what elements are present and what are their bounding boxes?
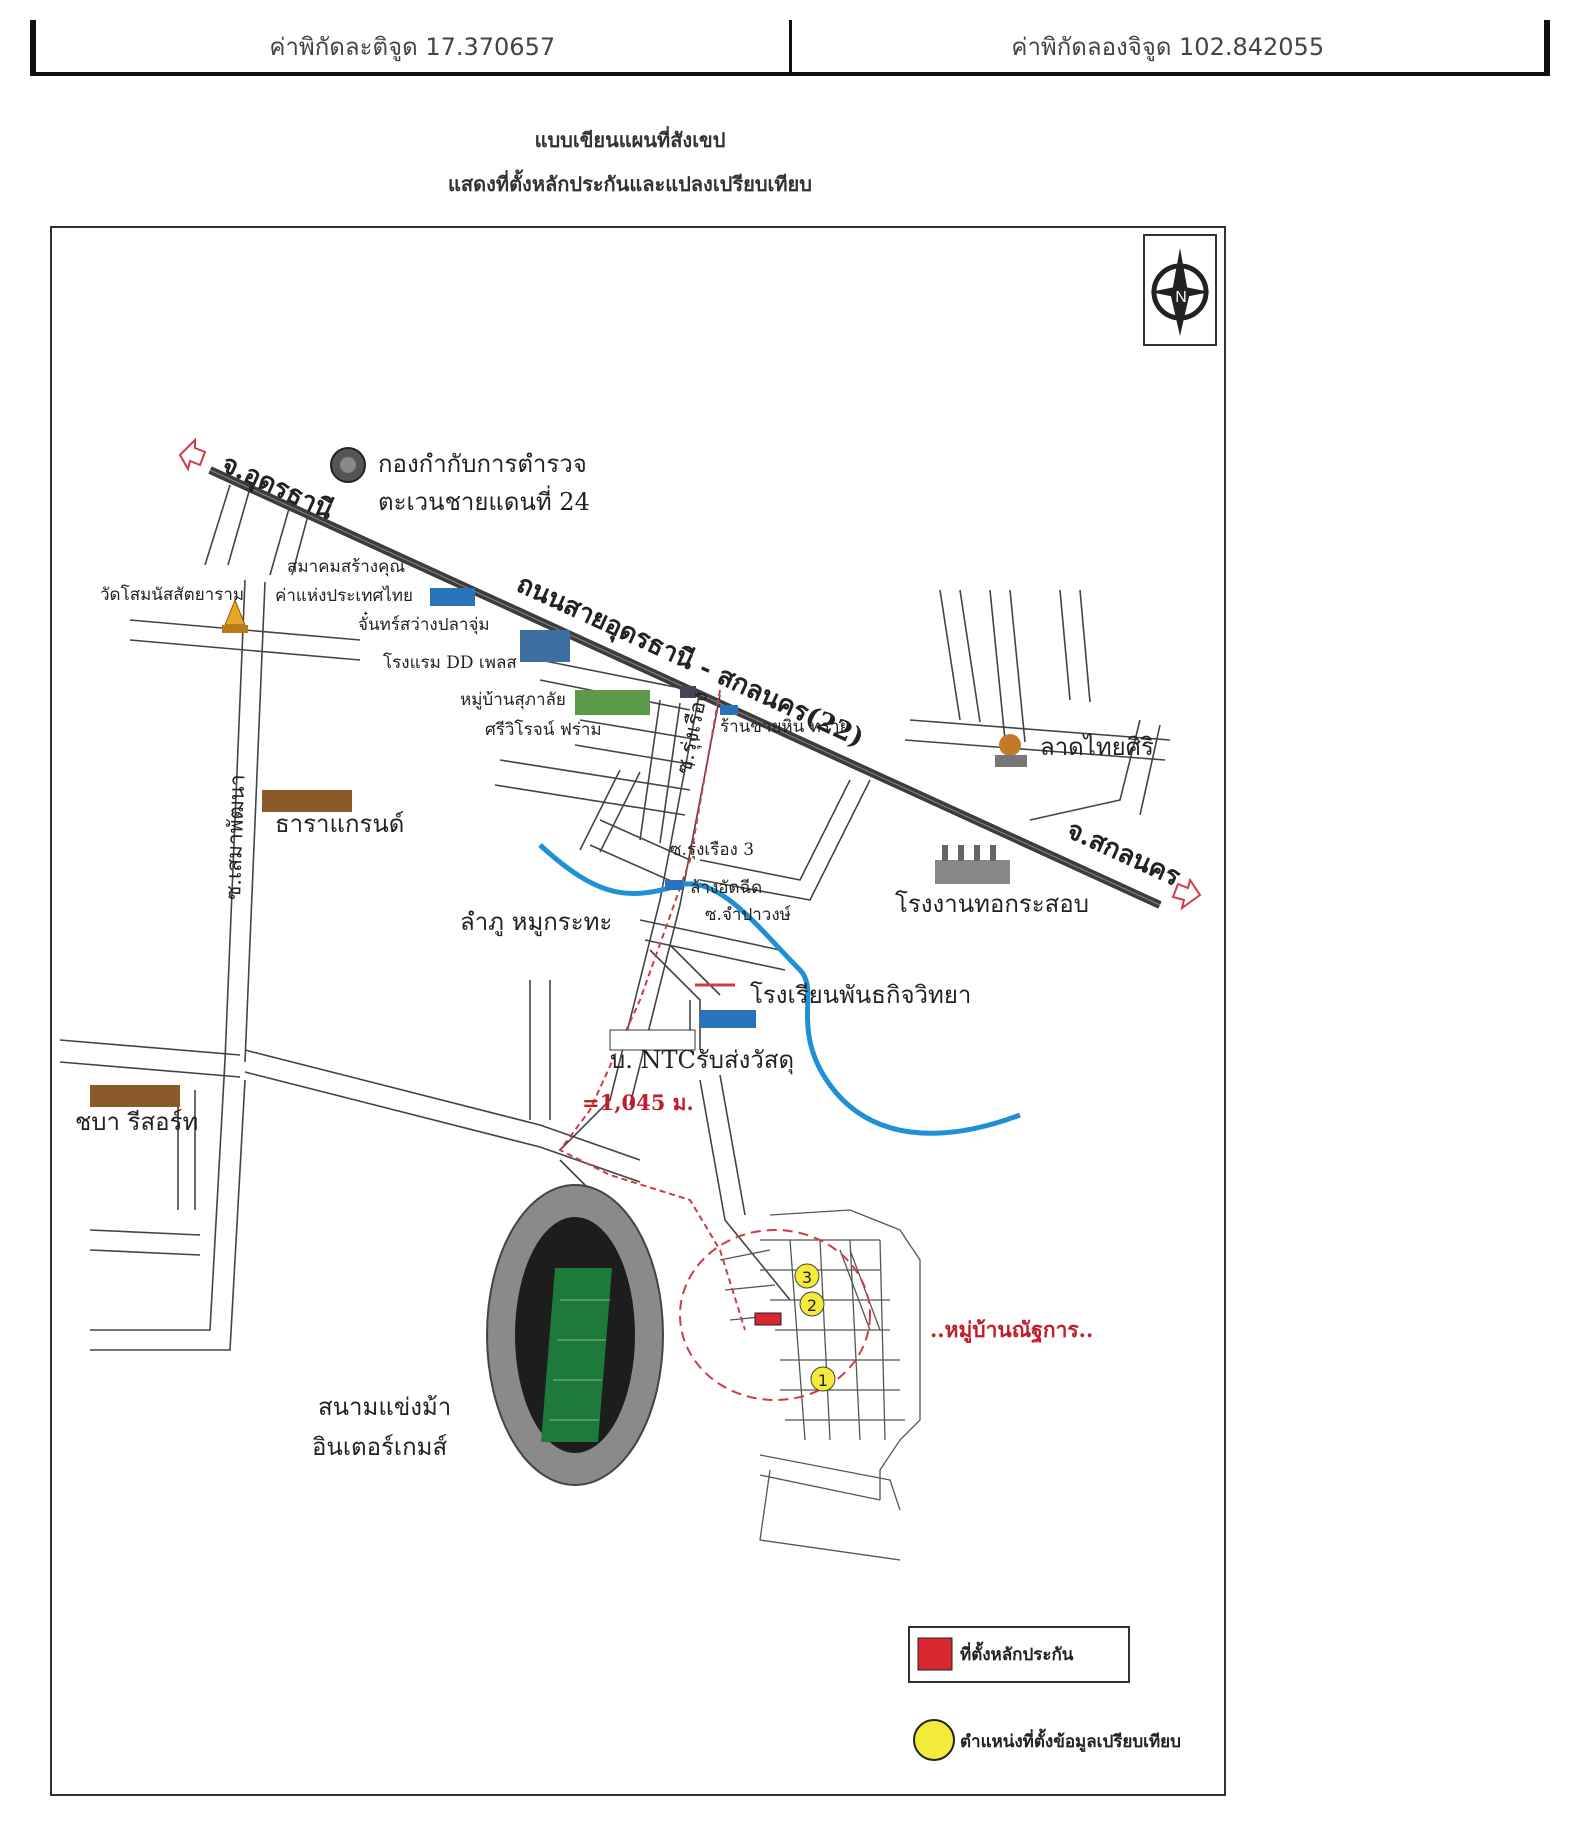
title-line-2: แสดงที่ตั้งหลักประกันและแปลงเปรียบเทียบ (448, 172, 812, 196)
svg-text:3: 3 (802, 1268, 812, 1287)
map-title: แบบเขียนแผนที่สังเขป แสดงที่ตั้งหลักประก… (380, 118, 880, 206)
label-chan-sawang: จั๋นทร์สว่างปลาจุ่ม (358, 611, 490, 635)
label-village-nat: ..หมู่บ้านณัฐการ.. (930, 1317, 1093, 1344)
label-distance: =1,045 ม. (582, 1090, 694, 1115)
search-radius (679, 1229, 871, 1401)
compass-north-letter: N (1175, 289, 1187, 306)
compass-icon: N (1143, 234, 1217, 346)
label-tara-grand: ธาราแกรนด์ (275, 810, 404, 838)
latitude-cell: ค่าพิกัดละติจูด 17.370657 (269, 32, 556, 61)
village-suphalai-icon (575, 690, 650, 715)
legend-collateral-swatch (917, 1637, 953, 1671)
collateral-marker (754, 1312, 782, 1326)
school-icon (700, 1010, 756, 1028)
label-soi-rung-rueang-3: ซ.รุ่งเรือง 3 (670, 840, 754, 860)
factory-icon (935, 860, 1010, 884)
shop-sand-icon (720, 705, 738, 715)
label-market: ลาดไทยศิริ (1040, 733, 1154, 761)
to-udon-arrow-icon (178, 437, 207, 472)
label-village-suphalai: หมู่บ้านสุภาลัย (460, 690, 566, 710)
label-ntc: บ. NTCรับส่งวัสดุ (610, 1046, 794, 1075)
factory-chimney-4 (990, 845, 996, 861)
longitude-cell: ค่าพิกัดลองจิจูด 102.842055 (788, 20, 1545, 72)
race-track-icon (486, 1184, 664, 1486)
legend-comparable-label: ตำแหน่งที่ตั้งข้อมูลเปรียบเทียบ (960, 1728, 1181, 1753)
label-assoc-1: สมาคมสร้างคุณ (287, 557, 405, 577)
market-stall-icon (995, 755, 1027, 767)
car-wash-icon (665, 880, 683, 890)
label-race-1: สนามแข่งม้า (318, 1393, 451, 1421)
svg-text:2: 2 (807, 1296, 817, 1315)
factory-chimney-3 (974, 845, 980, 861)
label-factory: โรงงานทอกระสอบ (895, 890, 1089, 918)
river (538, 843, 1021, 1136)
comparable-1: 1 (810, 1366, 836, 1392)
comparable-2: 2 (799, 1291, 825, 1317)
ntc-icon (609, 1029, 696, 1051)
label-soi-champawong: ซ.จำปาวงษ์ (705, 905, 791, 925)
svg-text:1: 1 (818, 1371, 828, 1390)
label-race-2: อินเตอร์เกมส์ (312, 1433, 447, 1461)
label-sriwirot: ศรีวิโรจน์ ฟร่าม (485, 719, 602, 740)
comparable-3: 3 (794, 1263, 820, 1289)
hotel-icon (520, 630, 570, 662)
legend-collateral-label: ที่ตั้งหลักประกัน (960, 1641, 1074, 1665)
to-sakon-arrow-icon (1171, 877, 1202, 911)
chaba-icon (90, 1085, 180, 1107)
assoc-building-icon (430, 588, 475, 606)
legend-comparable-swatch (913, 1719, 955, 1761)
map-frame (50, 226, 1226, 1796)
label-police-2: ตะเวนชายแดนที่ 24 (378, 485, 590, 516)
legend: ที่ตั้งหลักประกัน ตำแหน่งที่ตั้งข้อมูลเป… (908, 1626, 1181, 1761)
label-chaba: ชบา รีสอร์ท (75, 1108, 198, 1136)
label-soi-west: ซ.เสมาพัฒนา (221, 774, 249, 900)
police-icon-inner (340, 457, 356, 473)
temple-base-icon (222, 625, 248, 633)
label-school: โรงเรียนพันธกิจวิทยา (750, 981, 971, 1009)
label-temple: วัดโสมนัสสัตยาราม (100, 584, 244, 605)
label-assoc-2: ค่าแห่งประเทศไทย (275, 585, 413, 606)
factory-chimney-1 (942, 845, 948, 861)
label-lamphu: ลำภู หมูกระทะ (460, 908, 612, 937)
market-vendor-icon (999, 734, 1021, 756)
title-line-1: แบบเขียนแผนที่สังเขป (534, 128, 726, 152)
label-shop-sand: ร้านขายหิน ทราย (720, 717, 850, 737)
coordinate-bar: ค่าพิกัดละติจูด 17.370657 ค่าพิกัดลองจิจ… (30, 20, 1550, 76)
shop-icon (680, 686, 696, 698)
label-hotel: โรงแรม DD เพลส (383, 652, 517, 673)
factory-chimney-2 (958, 845, 964, 861)
label-police-1: กองกำกับการตำรวจ (378, 450, 587, 478)
label-car-wash: ล้างอัดฉีด (690, 878, 762, 898)
label-to-sakon: จ.สกลนคร (1062, 815, 1185, 893)
label-to-udon: จ.อุดรธานี (217, 449, 338, 527)
route-line (558, 689, 746, 1331)
tara-grand-icon (262, 790, 352, 812)
